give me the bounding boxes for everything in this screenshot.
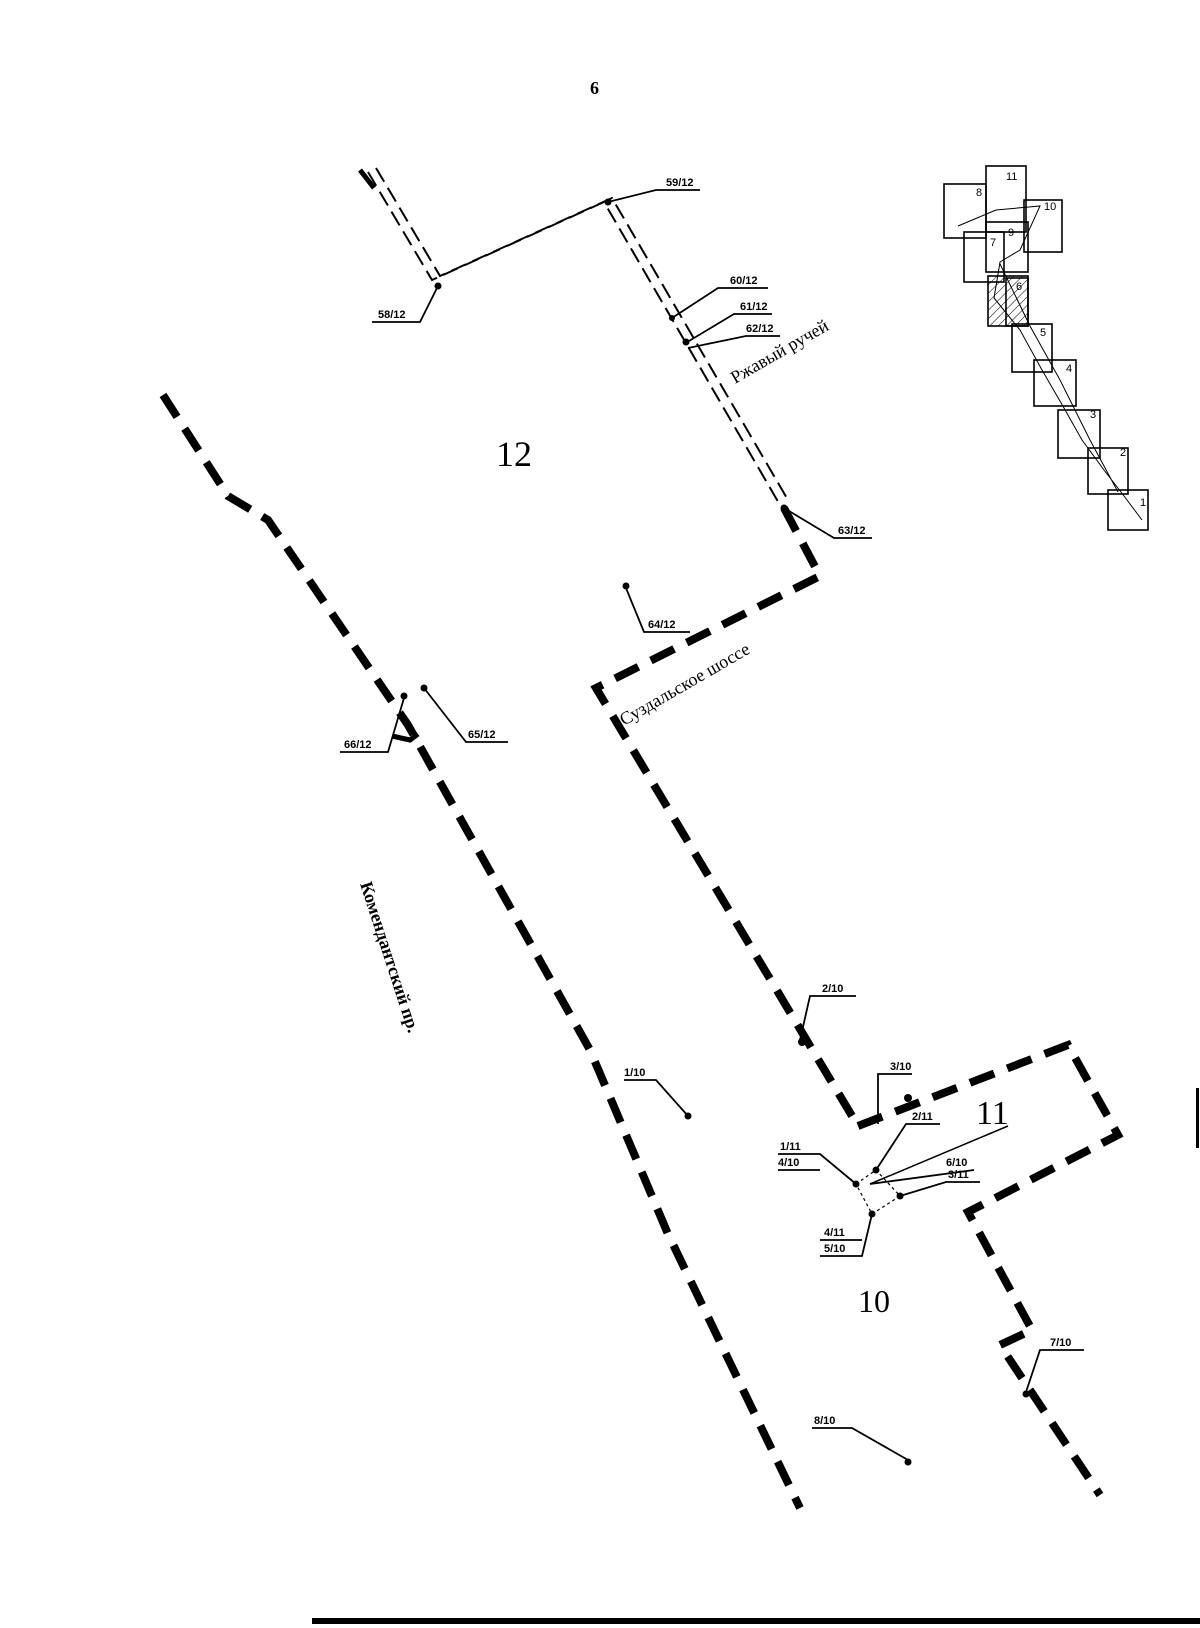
leader-7-10: [1025, 1349, 1084, 1393]
index-number-10: 10: [1044, 201, 1056, 213]
point-dot-3-10: [904, 1094, 912, 1102]
index-route: [957, 205, 1143, 521]
index-number-4: 4: [1066, 363, 1072, 375]
label-60-12: 60/12: [730, 275, 758, 287]
point-dot-1-10: [684, 1112, 692, 1120]
label-3-11: 3/11: [948, 1169, 969, 1181]
label-58-12: 58/12: [378, 309, 406, 321]
label-4-11: 4/11: [824, 1227, 845, 1239]
leader-4-11-5-10: [820, 1213, 873, 1257]
label-8-10: 8/10: [814, 1415, 835, 1427]
index-number-1: 1: [1140, 497, 1146, 509]
index-sheet-5: [1011, 323, 1053, 373]
leader-62-12: [687, 335, 780, 349]
index-sheet-7: [963, 231, 1005, 283]
label-6-10: 6/10: [946, 1157, 967, 1169]
district-10-label: 10: [858, 1283, 890, 1319]
leader-60-12: [671, 287, 768, 319]
label-64-12: 64/12: [648, 619, 676, 631]
point-dot-66-12: [400, 692, 408, 700]
leader-61-12: [683, 313, 772, 345]
index-sheet-1: [1107, 489, 1149, 531]
point-dot-2-10: [798, 1038, 806, 1046]
leader-2-10: [799, 995, 856, 1041]
mark-66-12: [391, 732, 420, 743]
index-number-6: 6: [1016, 281, 1022, 293]
bottom-border: [312, 1618, 1200, 1624]
index-sheet-10: [1023, 199, 1063, 253]
right-scan-mark: [1196, 1088, 1199, 1148]
street-rzhavy-ruchey: Ржавый ручей: [727, 315, 832, 387]
label-7-10: 7/10: [1050, 1337, 1071, 1349]
label-2-10: 2/10: [822, 983, 843, 995]
label-65-12: 65/12: [468, 729, 496, 741]
index-number-3: 3: [1090, 409, 1096, 421]
index-number-5: 5: [1040, 327, 1046, 339]
point-dot-7-10: [1022, 1390, 1030, 1398]
leader-66-12: [340, 697, 405, 753]
index-number-11: 11: [1006, 171, 1017, 183]
leader-64-12: [625, 587, 690, 633]
index-sheet-9: [985, 221, 1029, 273]
leader-3-10: [877, 1073, 912, 1124]
leader-58-12: [372, 285, 439, 323]
street-komendantsky-pr: Комендантский пр.: [356, 879, 424, 1035]
point-dot-60-12: [669, 315, 675, 321]
index-number-7: 7: [990, 237, 996, 249]
index-number-8: 8: [976, 187, 982, 199]
label-62-12: 62/12: [746, 323, 774, 335]
sheet-index-map: [943, 165, 1149, 531]
district-11-boundary: [856, 1040, 1124, 1498]
stream-double-line: [367, 167, 789, 506]
label-66-12: 66/12: [344, 739, 372, 751]
label-59-12: 59/12: [666, 177, 694, 189]
point-dot-8-10: [904, 1458, 912, 1466]
leader-6-10-3-11: [869, 1169, 980, 1197]
leader-63-12: [783, 507, 872, 539]
index-sheet-numbers: 11 8 10 9 7 6 5 4 3 2 1: [976, 171, 1146, 509]
label-63-12: 63/12: [838, 525, 866, 537]
leader-8-10: [812, 1427, 909, 1461]
point-dot-63-12: [780, 504, 788, 512]
point-dot-4-11: [868, 1210, 876, 1218]
street-suzdalskoe-shosse: Суздальское шоссе: [616, 639, 753, 730]
point-dot-59-12: [604, 198, 612, 206]
index-sheet-8: [943, 183, 987, 239]
index-number-2: 2: [1120, 447, 1126, 459]
label-4-10: 4/10: [778, 1157, 799, 1169]
index-sheet-6: [987, 275, 1029, 327]
label-2-11: 2/11: [912, 1111, 933, 1123]
district-11-label: 11: [976, 1095, 1009, 1132]
label-3-10: 3/10: [890, 1061, 911, 1073]
label-5-10: 5/10: [824, 1243, 845, 1255]
suzdalskoe-boundary: [590, 506, 862, 1129]
cluster-connector: [869, 1125, 1009, 1185]
point-dot-62-12: [682, 338, 690, 346]
leader-59-12: [607, 189, 700, 203]
page-number: 6: [590, 78, 599, 98]
index-sheet-3: [1057, 409, 1101, 459]
stream-start-mark: [358, 168, 376, 190]
district-12-label: 12: [496, 434, 532, 474]
index-sheet-4: [1033, 359, 1077, 407]
index-number-9: 9: [1008, 227, 1014, 239]
point-dot-64-12: [622, 582, 630, 590]
leader-2-11: [875, 1123, 940, 1171]
point-dot-65-12: [420, 684, 428, 692]
label-1-10: 1/10: [624, 1067, 645, 1079]
cluster-outline: [855, 1169, 901, 1215]
leader-65-12: [423, 687, 508, 743]
leader-1-11-4-10: [778, 1153, 857, 1185]
leader-1-10: [624, 1079, 689, 1117]
komendantsky-boundary: [159, 392, 804, 1510]
point-dot-58-12: [434, 282, 442, 290]
label-1-11: 1/11: [780, 1141, 801, 1153]
label-61-12: 61/12: [740, 301, 768, 313]
